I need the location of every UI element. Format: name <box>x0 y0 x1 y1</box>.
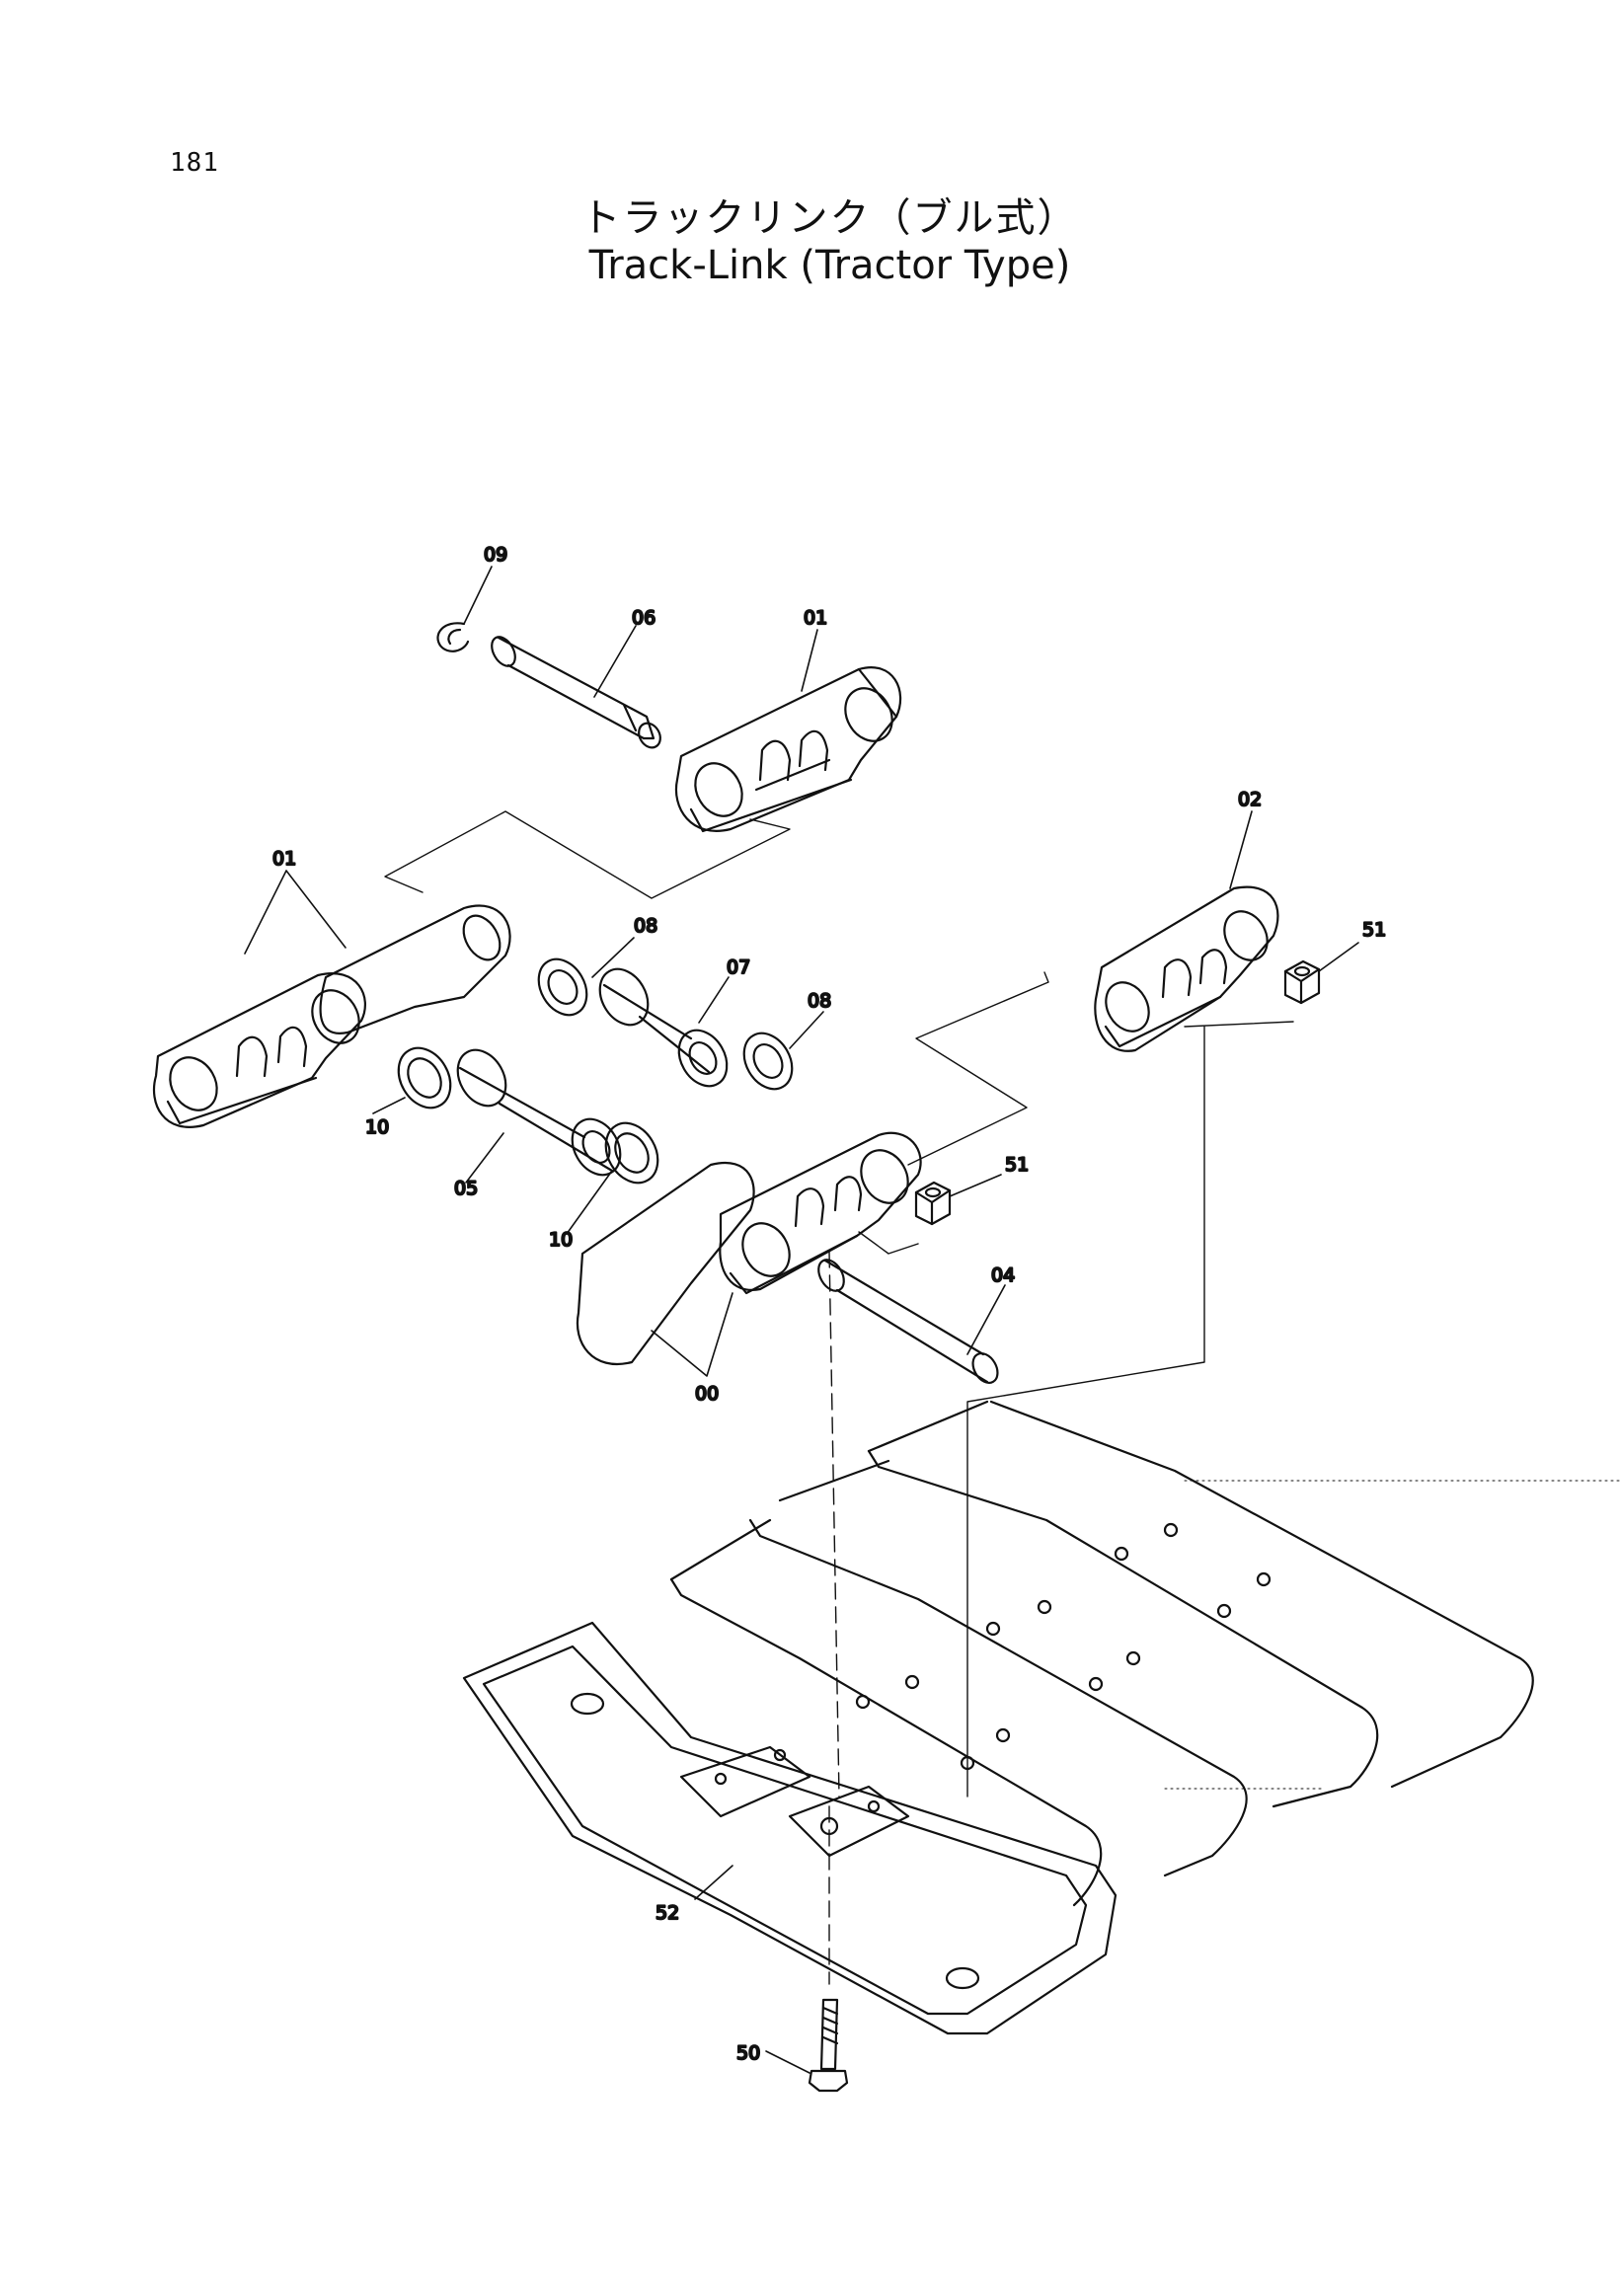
callout-00: 00 <box>695 1383 719 1405</box>
callout-leaders <box>244 566 1359 2074</box>
track-link-00-assembly <box>576 1131 922 1365</box>
bushing-07 <box>598 967 729 1088</box>
callout-01-left: 01 <box>272 848 296 870</box>
snap-ring-09 <box>436 622 470 652</box>
callout-09: 09 <box>484 544 507 566</box>
callout-51-middle: 51 <box>1005 1154 1029 1176</box>
track-pin-04 <box>817 1259 999 1385</box>
page-number: 181 <box>170 148 219 178</box>
callout-52: 52 <box>656 1902 679 1924</box>
shoe-bolt-50 <box>808 1998 849 2093</box>
seal-10-right <box>604 1121 659 1185</box>
callout-10-left: 10 <box>365 1116 389 1138</box>
track-link-01-left-pair <box>152 904 511 1128</box>
nut-51-right <box>1283 959 1321 1005</box>
callout-50: 50 <box>736 2042 760 2064</box>
track-shoe-52 <box>462 1621 1118 2035</box>
title-japanese: トラックリンク（ブル式） <box>580 195 1079 241</box>
assembly-leader-lines <box>384 810 1294 1985</box>
seal-ring-08-lower <box>742 1032 794 1091</box>
seal-10-left <box>397 1046 452 1110</box>
callout-04: 04 <box>991 1264 1015 1286</box>
callout-05: 05 <box>454 1178 478 1199</box>
callout-06: 06 <box>632 607 656 629</box>
master-pin-06 <box>491 636 661 749</box>
track-shoes-background <box>669 1400 1620 1907</box>
callout-08-upper: 08 <box>634 915 657 937</box>
title-english: Track-Link (Tractor Type) <box>588 243 1071 288</box>
callout-10-right: 10 <box>549 1229 573 1251</box>
callout-51-right: 51 <box>1362 919 1386 941</box>
callout-02: 02 <box>1238 789 1262 810</box>
nut-51-middle <box>914 1181 952 1226</box>
bushing-05 <box>456 1048 622 1177</box>
callout-08-lower: 08 <box>808 990 831 1012</box>
seal-ring-08-upper <box>537 957 588 1017</box>
callout-01-top: 01 <box>804 607 827 629</box>
track-link-01-top <box>674 666 902 833</box>
track-link-02 <box>1094 885 1279 1052</box>
callout-07: 07 <box>727 957 750 978</box>
